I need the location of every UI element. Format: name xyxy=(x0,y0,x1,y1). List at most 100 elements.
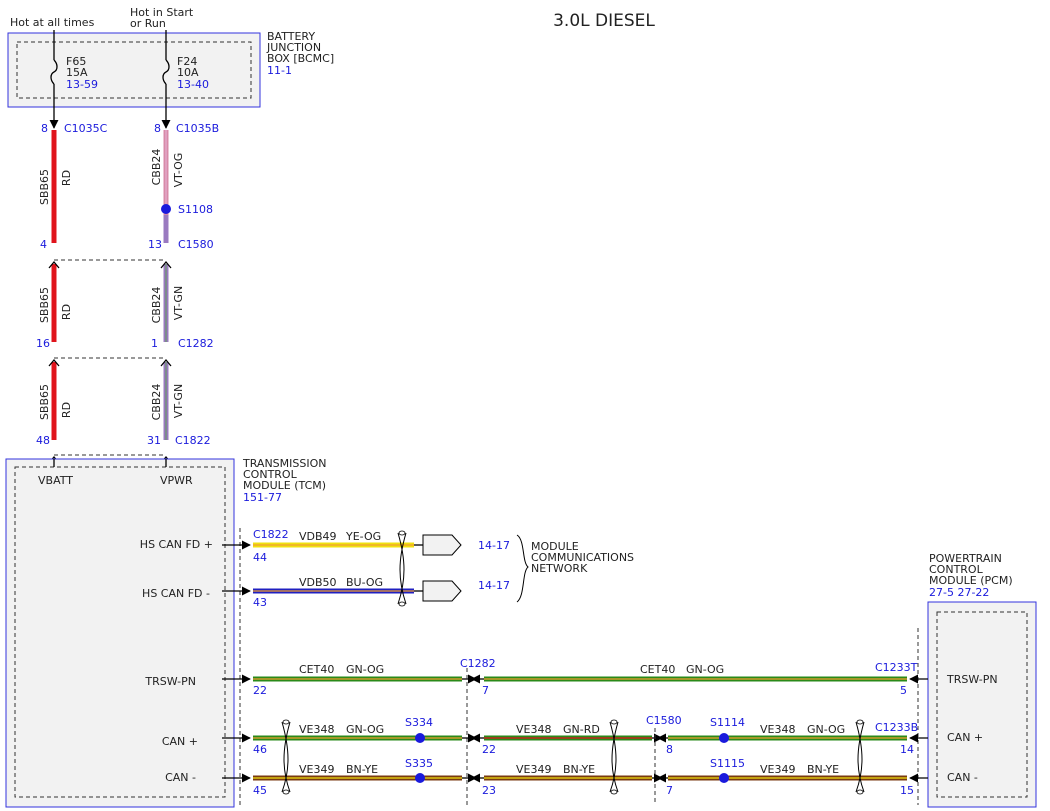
cbb24-circuit-2: CBB24 xyxy=(150,287,163,324)
pcm-ref: 27-5 27-22 xyxy=(929,586,989,599)
pcm-name-2: CONTROL xyxy=(929,563,984,576)
sbb65-color-3: RD xyxy=(60,402,73,418)
pcm-name-3: MODULE (PCM) xyxy=(929,574,1013,587)
network-label-2: COMMUNICATIONS xyxy=(531,551,634,564)
connector-c1822-label: C1822 xyxy=(175,434,211,447)
cbb24-color-1: VT-OG xyxy=(172,153,185,188)
ve349-pin-pcm: 15 xyxy=(900,784,914,797)
bjb-name-2: JUNCTION xyxy=(266,41,321,54)
pcm-pin-trsw-pn: TRSW-PN xyxy=(946,673,998,686)
vdb49-circuit: VDB49 xyxy=(299,530,337,543)
pin-c1035b-2: 8 xyxy=(154,122,161,135)
vdb50-color: BU-OG xyxy=(346,576,383,589)
pin-c1282-2: 1 xyxy=(151,337,158,350)
ve349-pin-tcm: 45 xyxy=(253,784,267,797)
tcm-module: VBATT VPWR HS CAN FD + HS CAN FD - TRSW-… xyxy=(5,457,326,808)
cet40-circuit-1: CET40 xyxy=(299,663,334,676)
wire-ve348: 46 VE348 GN-OG S334 22 VE348 GN-RD C1580… xyxy=(222,714,928,805)
wire-cbb24: CBB24 VT-OG CBB24 VT-GN CBB24 VT-GN S110… xyxy=(150,130,213,440)
cet40-connector-c1282: C1282 xyxy=(460,657,496,670)
ve348-pin-tcm: 46 xyxy=(253,743,267,756)
connector-c1282-left: 16 1 C1282 xyxy=(36,337,214,367)
ve348-circuit-2: VE348 xyxy=(516,723,551,736)
hot-in-start-label: Hot in Start xyxy=(130,6,194,19)
cet40-pin-c1282: 7 xyxy=(482,684,489,697)
network-pin-44: 44 xyxy=(253,551,267,564)
ve349-color-3: BN-YE xyxy=(807,763,839,776)
fuse-f24: F24 10A 13-40 xyxy=(161,30,209,129)
ve348-connector-c1580: C1580 xyxy=(646,714,682,727)
network-pin-43: 43 xyxy=(253,596,267,609)
ve349-pin-c1580: 7 xyxy=(666,784,673,797)
cet40-pin-pcm: 5 xyxy=(900,684,907,697)
cet40-connector-c1233t: C1233T xyxy=(875,661,918,674)
connector-c1035b-label: C1035B xyxy=(176,122,219,135)
sbb65-circuit-1: SBB65 xyxy=(38,169,51,205)
vdb50-circuit: VDB50 xyxy=(299,576,337,589)
connector-c1580-label: C1580 xyxy=(178,238,214,251)
pcm-name-1: POWERTRAIN xyxy=(929,552,1002,565)
tcm-ref: 151-77 xyxy=(243,491,282,504)
ve348-pin-pcm: 14 xyxy=(900,743,914,756)
ve348-pin-c1580: 8 xyxy=(666,743,673,756)
sbb65-circuit-3: SBB65 xyxy=(38,384,51,420)
vdb49-color: YE-OG xyxy=(345,530,381,543)
ve348-color-3: GN-OG xyxy=(807,723,845,736)
fuse-icon xyxy=(162,59,170,85)
ve348-connector-c1233b: C1233B xyxy=(875,721,918,734)
fuse-f65-rating: 15A xyxy=(66,66,88,79)
fuse-icon xyxy=(50,59,58,85)
splice-s1114 xyxy=(719,733,729,743)
splice-s1108-label: S1108 xyxy=(178,203,213,216)
twisted-pair-icon xyxy=(397,532,407,605)
fuse-f24-rating: 10A xyxy=(177,66,199,79)
wire-sbb65: SBB65 RD SBB65 RD SBB65 RD xyxy=(38,130,73,440)
network-connector-c1822: C1822 xyxy=(253,528,289,541)
twisted-pair-icon xyxy=(609,721,619,793)
splice-s335 xyxy=(415,773,425,783)
ve349-circuit-2: VE349 xyxy=(516,763,551,776)
splice-s334 xyxy=(415,733,425,743)
wire-cet40: 22 CET40 GN-OG C1282 7 CET40 GN-OG C1233… xyxy=(222,657,928,805)
tcm-name-3: MODULE (TCM) xyxy=(243,479,326,492)
splice-s1114-label: S1114 xyxy=(710,716,745,729)
pcm-pin-can-plus: CAN + xyxy=(947,731,983,744)
network-label-3: NETWORK xyxy=(531,562,588,575)
ve349-color-1: BN-YE xyxy=(346,763,378,776)
fuse-f65: F65 15A 13-59 xyxy=(49,30,98,129)
connector-c1282-label: C1282 xyxy=(178,337,214,350)
tcm-pin-can-minus: CAN - xyxy=(165,771,196,784)
tcm-pin-vbatt: VBATT xyxy=(38,474,73,487)
bjb-name-1: BATTERY xyxy=(267,30,315,43)
network-arrow-icon xyxy=(422,534,462,556)
fuse-f24-ref: 13-40 xyxy=(177,78,209,91)
hot-at-all-times-label: Hot at all times xyxy=(10,16,95,29)
ve348-pin-c1282: 22 xyxy=(482,743,496,756)
network-wires: C1822 44 43 VDB49 YE-OG VDB50 BU-OG 14-1… xyxy=(222,528,634,609)
tcm-name-1: TRANSMISSION xyxy=(242,457,326,470)
ve349-circuit-1: VE349 xyxy=(299,763,334,776)
pin-c1580-2: 13 xyxy=(148,238,162,251)
connector-c1035: 8 C1035C 8 C1035B xyxy=(41,122,219,135)
splice-s335-label: S335 xyxy=(405,757,433,770)
fuse-f65-id: F65 xyxy=(66,55,86,68)
network-ref-top: 14-17 xyxy=(478,539,510,552)
battery-junction-box: BATTERY JUNCTION BOX [BCMC] 11-1 xyxy=(7,30,334,108)
tcm-name-2: CONTROL xyxy=(243,468,298,481)
cbb24-circuit-1: CBB24 xyxy=(150,149,163,186)
cet40-color-2: GN-OG xyxy=(686,663,724,676)
cbb24-color-2: VT-GN xyxy=(172,286,185,320)
diagram-title: 3.0L DIESEL xyxy=(553,11,655,31)
pcm-module: POWERTRAIN CONTROL MODULE (PCM) 27-5 27-… xyxy=(917,552,1037,808)
or-run-label: or Run xyxy=(130,17,166,30)
tcm-pin-hs-can-fd-minus: HS CAN FD - xyxy=(142,587,210,600)
ve348-color-2: GN-RD xyxy=(563,723,600,736)
brace-icon xyxy=(516,534,529,603)
connector-c1035c-label: C1035C xyxy=(64,122,108,135)
ve348-color-1: GN-OG xyxy=(346,723,384,736)
tcm-pin-trsw-pn: TRSW-PN xyxy=(144,675,196,688)
ve349-pin-c1282: 23 xyxy=(482,784,496,797)
twisted-pair-icon xyxy=(281,721,291,793)
cet40-color-1: GN-OG xyxy=(346,663,384,676)
bjb-ref: 11-1 xyxy=(267,64,292,77)
